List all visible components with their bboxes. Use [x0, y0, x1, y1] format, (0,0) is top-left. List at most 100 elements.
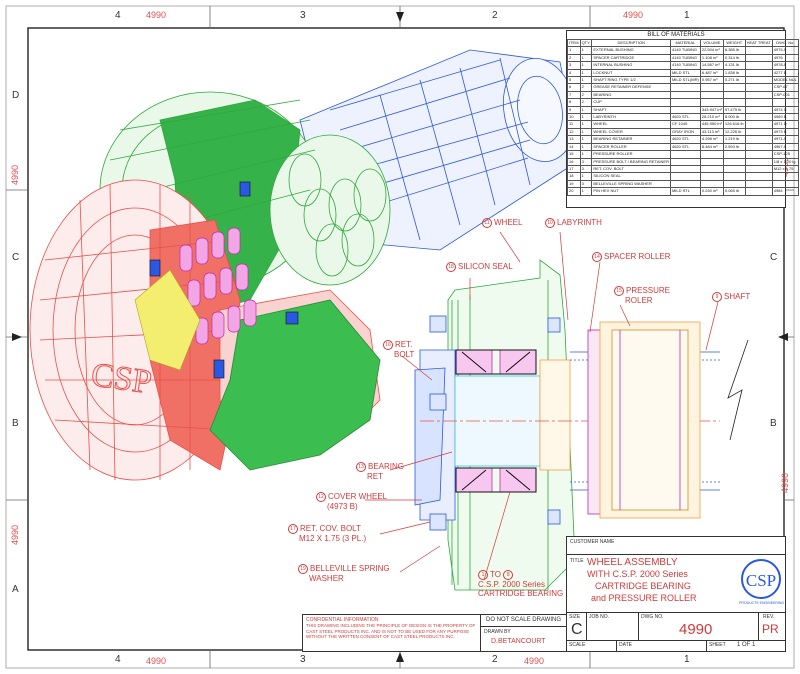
bom-cell — [669, 90, 701, 100]
zone-left-d: D — [12, 90, 20, 101]
bom-cell — [699, 83, 724, 92]
bom-cell — [669, 172, 701, 181]
bom-cell: 0.957 in³ — [699, 76, 724, 85]
bom-col-header: HEAT TREAT — [744, 38, 773, 48]
bom-cell: 0.065 lb — [722, 187, 746, 196]
bom-cell: 0.314 lb — [722, 53, 746, 63]
bom-cell: PRESSURE ROLLER — [591, 150, 671, 159]
bom-cell: 1.108 in³ — [699, 53, 724, 63]
bom-cell: 14 — [567, 142, 581, 152]
callout-text: WHEEL — [494, 218, 523, 228]
bom-cell: 17 — [567, 164, 581, 174]
bom-cell: 22.504 in³ — [699, 46, 724, 55]
bom-cell: 126.616 lb — [722, 120, 746, 129]
callout-number: 11 — [482, 218, 492, 228]
zone-bottom-4: 4 — [115, 654, 121, 665]
center-arrow-bottom — [396, 652, 404, 662]
code-top-right: 4990 — [623, 10, 644, 20]
bom-cell: SHAFT — [591, 105, 671, 115]
bom-cell — [722, 172, 746, 181]
bom-cell: 10 — [567, 113, 581, 122]
bom-cell — [744, 127, 773, 137]
bom-cell: 2 — [579, 90, 593, 100]
bom-cell: 1 — [567, 46, 581, 55]
bom-cell — [744, 46, 773, 55]
callout-number: 19 — [298, 564, 308, 574]
bom-cell: 9 — [567, 105, 581, 115]
bom-cell: 4620 STL — [669, 142, 701, 152]
bom-cell: 13 — [567, 135, 581, 144]
bom-cell: 4277 B — [771, 68, 799, 78]
bom-cell: 18 — [567, 172, 581, 181]
bom-cell: 4.298 in³ — [699, 135, 724, 144]
bom-cell: 1 — [579, 46, 593, 55]
bom-col-header: WEIGHT — [722, 38, 746, 48]
bom-cell: 43.113 in³ — [699, 127, 724, 137]
bom-cell — [744, 53, 773, 63]
iso-inner-yellow — [134, 269, 201, 371]
bom-cell: BELLEVILLE SPRING WASHER — [591, 179, 671, 189]
bom-cell: 11 — [567, 120, 581, 129]
bom-cell: 19 — [567, 179, 581, 189]
bom-cell: 6 — [567, 83, 581, 92]
bom-cell: 4971 A — [771, 135, 799, 144]
bom-cell — [744, 68, 773, 78]
code-left-upper: 4990 — [10, 164, 21, 186]
bom-cell: BEARING — [591, 90, 671, 100]
callout-number: 8 — [503, 570, 514, 580]
bom-cell: 1.219 lb — [722, 135, 746, 144]
title-line-1: WHEEL ASSEMBLY — [587, 557, 678, 568]
callout-text: M12 X 1.75 (3 PL.) — [299, 534, 367, 543]
bom-cell — [744, 135, 773, 144]
bom-cell: 1.838 lb — [722, 68, 746, 78]
callout-number: 16 — [383, 340, 393, 350]
sheet-label: SHEET — [709, 642, 726, 648]
bom-cell: CSP-125 — [771, 150, 799, 159]
code-left-lower: 4990 — [10, 524, 21, 546]
rev-value: PR — [762, 622, 779, 636]
iso-flange-green — [209, 299, 381, 471]
bom-cell: PIN HEX NUT — [591, 187, 671, 196]
bom-cell: 3 — [579, 179, 593, 189]
bom-cell: 4976 — [771, 53, 799, 63]
bom-cell — [699, 157, 724, 166]
bom-cell: 1 — [579, 68, 593, 78]
bom-cell — [744, 157, 773, 166]
bom-cell — [744, 83, 773, 92]
logo-subtitle: PRODUCTS ENGINEERING — [739, 601, 785, 605]
bom-cell — [722, 98, 746, 107]
bom-cell: CUP — [591, 98, 671, 107]
bom-cell: 3 — [579, 157, 593, 166]
callout-text: COVER WHEEL — [328, 492, 388, 502]
confidential-title: CONFIDENTIAL INFORMATION — [306, 617, 379, 623]
zone-bottom-2: 2 — [492, 654, 498, 665]
bom-cell — [744, 142, 773, 152]
bom-cell: WHEEL COVER — [591, 127, 671, 137]
bom-cell — [744, 150, 773, 159]
center-arrow-right — [778, 333, 788, 341]
center-arrow-top — [396, 12, 404, 22]
size-label: SIZE — [569, 614, 581, 620]
zone-bottom-3: 3 — [300, 654, 306, 665]
job-box: JOB NO. — [586, 612, 640, 642]
bom-cell: 4971 D — [771, 120, 799, 129]
bom-col-header: DWG. No. — [771, 38, 799, 48]
callout-text: RET. COV. BOLT — [300, 524, 361, 534]
bom-cell — [744, 172, 773, 181]
callout-text: TO — [490, 570, 501, 580]
callout-text: BEARING — [368, 462, 405, 472]
